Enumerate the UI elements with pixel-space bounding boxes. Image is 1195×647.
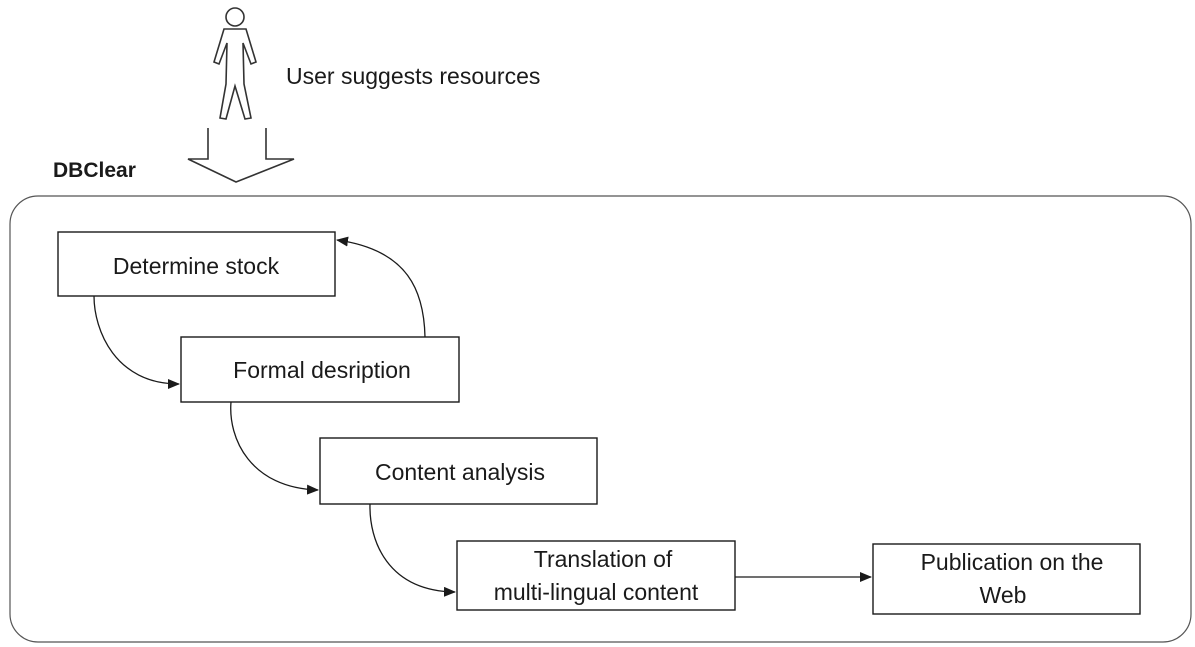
system-boundary — [9, 195, 1192, 643]
arrow-stock-to-formal — [93, 295, 180, 389]
step-label: Content analysis — [375, 459, 545, 485]
step-label: Formal desription — [233, 357, 411, 383]
arrow-content-to-translation — [369, 503, 456, 597]
step-content-analysis: Content analysis — [319, 437, 598, 505]
step-publication: Publication on the Web — [872, 543, 1141, 615]
step-label: Determine stock — [113, 253, 280, 279]
step-label-line-2: Web — [980, 582, 1027, 608]
step-label-line-1: Publication on the — [921, 549, 1104, 575]
step-translation: Translation of multi-lingual content — [456, 540, 736, 611]
step-label-line-1: Translation of — [534, 546, 673, 572]
arrow-formal-to-content — [230, 401, 319, 495]
step-label-line-2: multi-lingual content — [494, 579, 699, 605]
arrow-formal-back-to-stock — [336, 236, 426, 338]
step-determine-stock: Determine stock — [57, 231, 336, 297]
user-icon — [213, 7, 257, 120]
system-title: DBClear — [53, 159, 136, 182]
user-caption: User suggests resources — [286, 63, 540, 89]
input-arrow — [187, 128, 295, 183]
step-formal-description: Formal desription — [180, 336, 460, 403]
